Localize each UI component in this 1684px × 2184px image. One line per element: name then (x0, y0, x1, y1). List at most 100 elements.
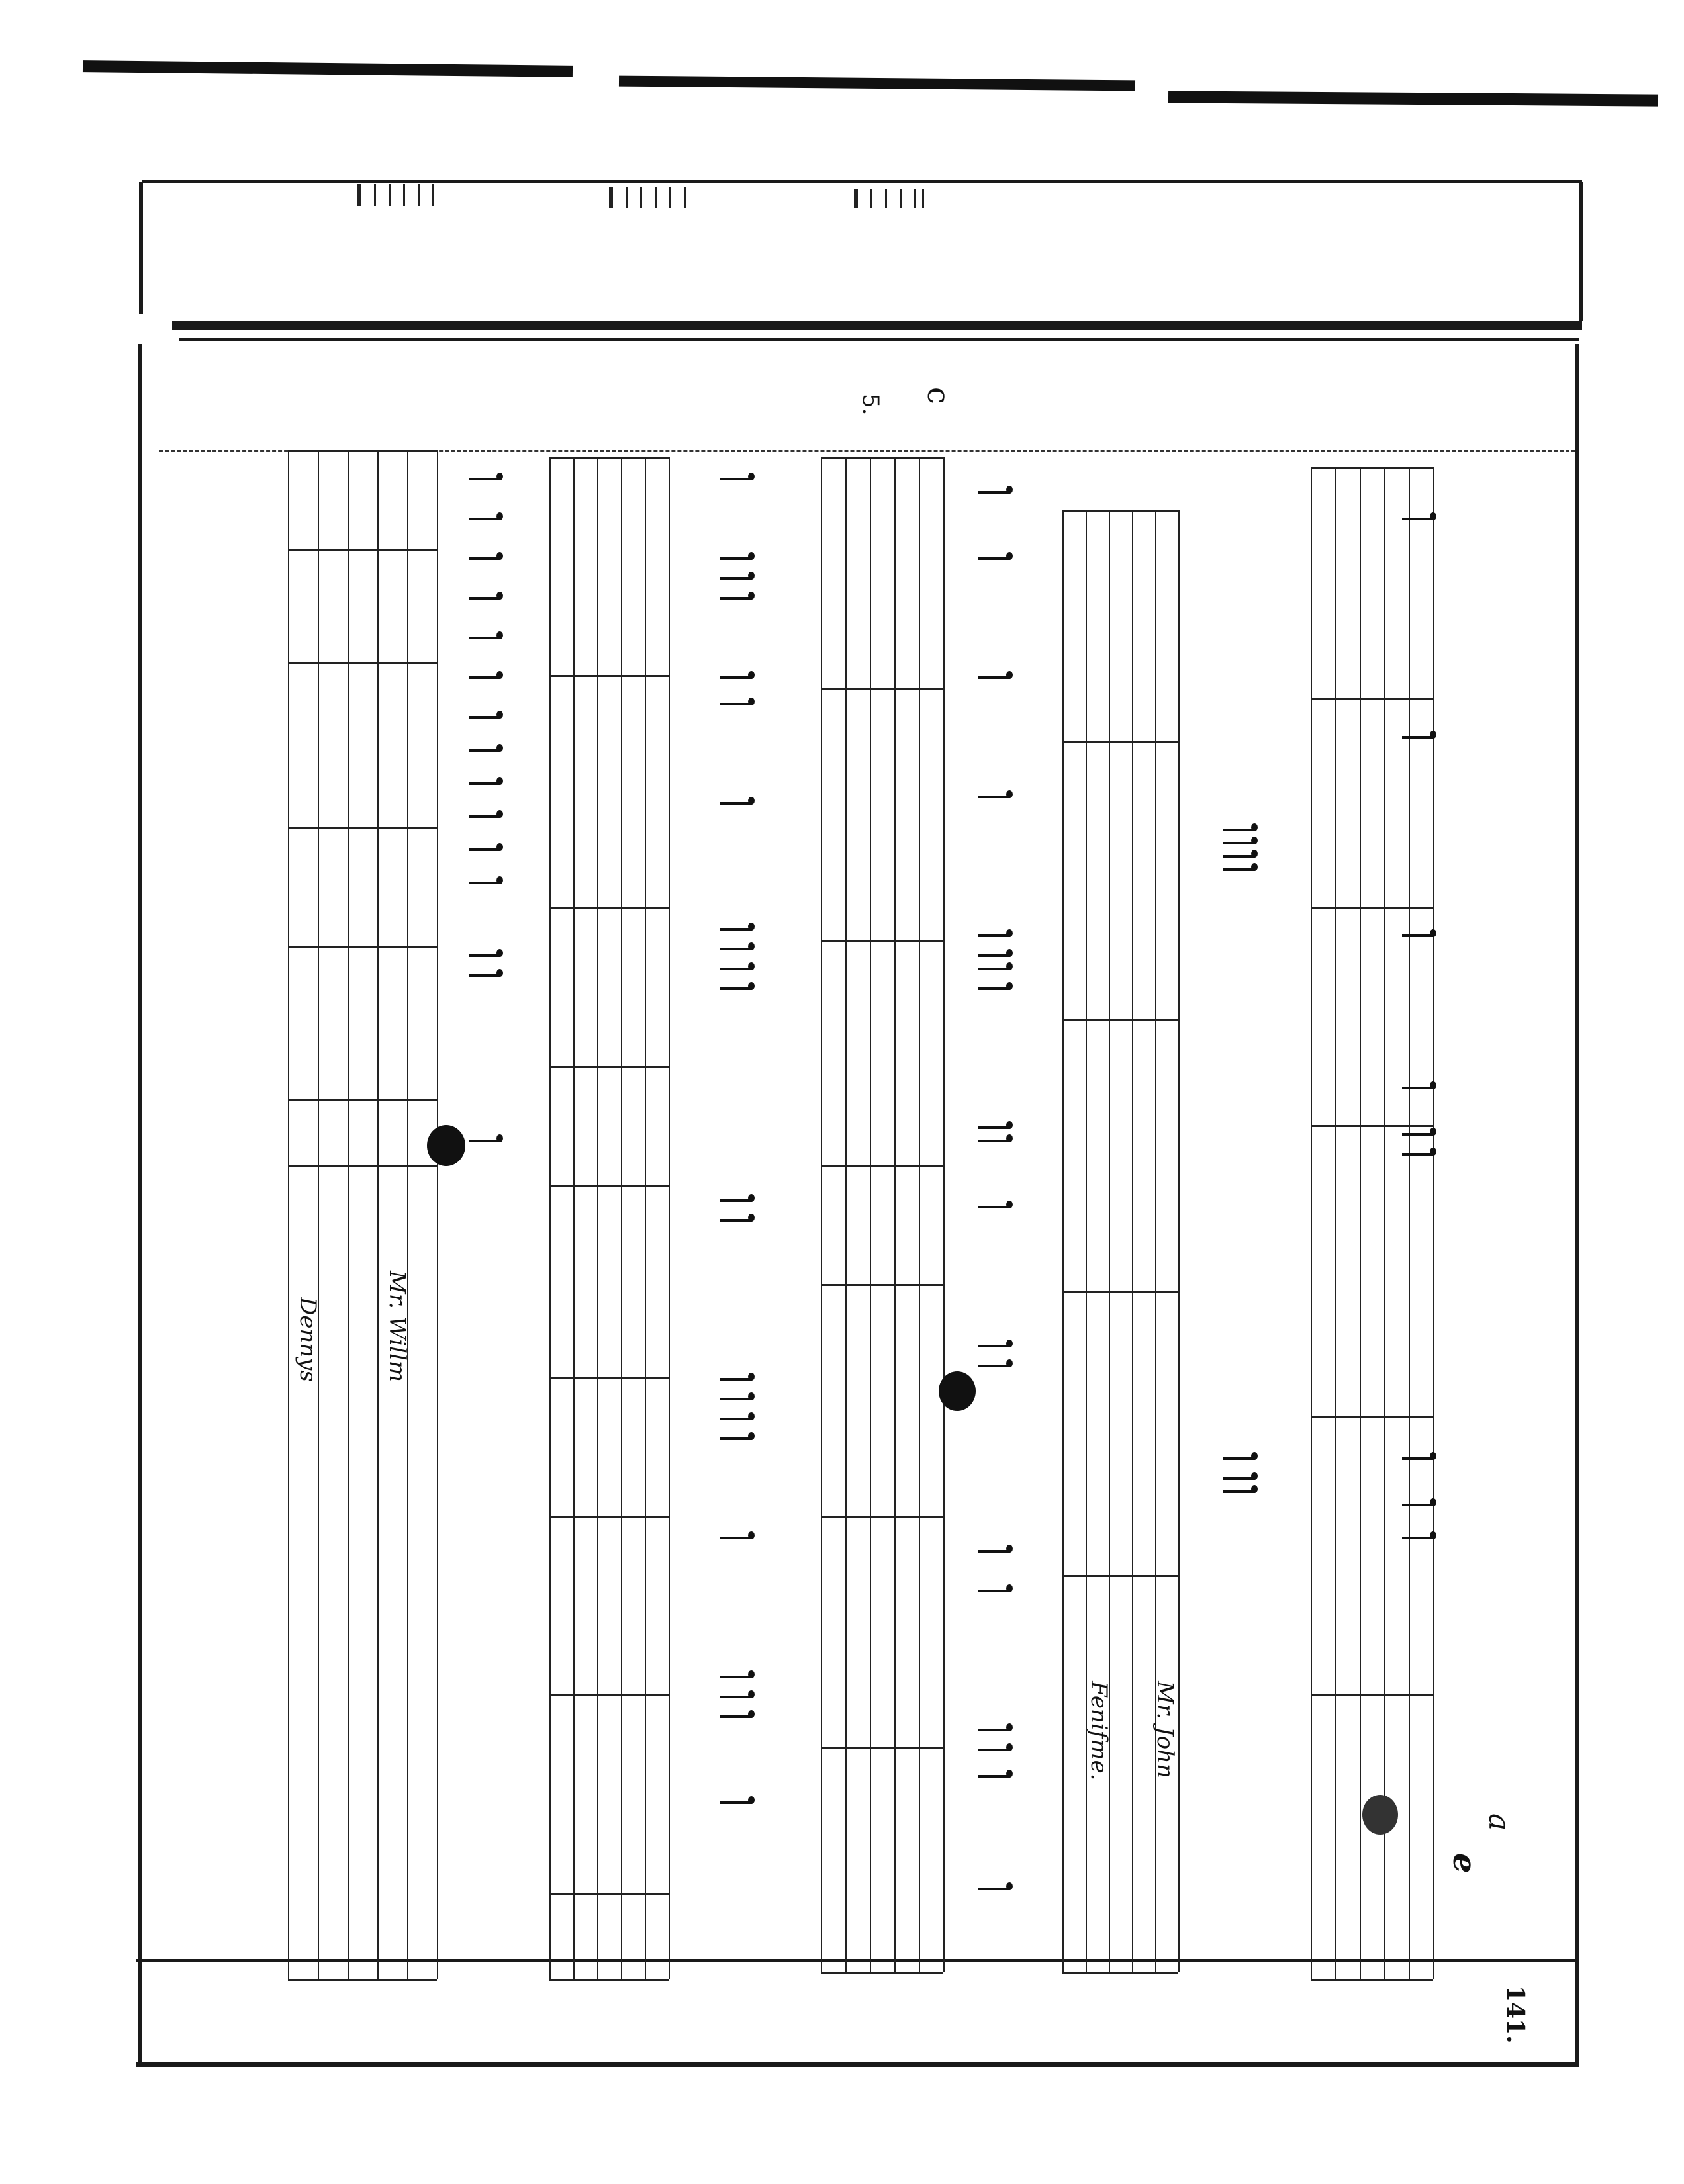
ink-blot-icon (1362, 1795, 1398, 1835)
rhythm-sign (978, 1345, 1010, 1347)
rhythm-sign (720, 987, 752, 990)
rhythm-sign (469, 848, 500, 851)
rhythm-sign (469, 882, 500, 884)
header-frame-top (142, 180, 1582, 183)
rhythm-sign (1223, 1477, 1255, 1480)
rhythm-sign (720, 577, 752, 580)
piece-1-attribution: Mr. Willm (384, 1271, 410, 1383)
rhythm-sign (720, 968, 752, 970)
tablature-staff: fbhaceaacefbhaceaacefbhaceaacefbhace (549, 457, 670, 1981)
rhythm-sign (720, 676, 752, 679)
rhythm-sign (720, 1398, 752, 1400)
rhythm-sign (469, 478, 500, 480)
rhythm-sign (1402, 1504, 1434, 1506)
rhythm-sign (720, 703, 752, 705)
header-frame-bottom2 (179, 338, 1579, 341)
section-mark-c: c (921, 387, 957, 404)
rhythm-sign (469, 716, 500, 719)
header-frame-bottom (172, 321, 1582, 330)
rhythm-sign (978, 987, 1010, 990)
header-ticks-1 (357, 184, 434, 206)
page-frame-bottom (136, 2062, 1579, 2067)
rhythm-sign (978, 1206, 1010, 1208)
section-mark-5: 5. (857, 394, 884, 416)
header-frame-left (139, 182, 143, 314)
rhythm-sign (469, 782, 500, 785)
rhythm-sign (978, 1140, 1010, 1142)
rhythm-sign (978, 934, 1010, 937)
margin-note-a: a (1482, 1813, 1516, 1831)
rhythm-sign (978, 1126, 1010, 1129)
header-ticks-2 (609, 187, 686, 208)
page-frame-bottom-rule (136, 1959, 1579, 1962)
rhythm-sign (1223, 868, 1255, 871)
rhythm-sign (469, 954, 500, 957)
rhythm-sign (720, 948, 752, 950)
top-rule-left (82, 60, 573, 77)
rhythm-sign (469, 1140, 500, 1142)
rhythm-sign (978, 1775, 1010, 1778)
rhythm-sign (978, 796, 1010, 798)
rhythm-sign (469, 597, 500, 600)
piece-2-title: Fenifme. (1086, 1681, 1112, 1781)
page-frame-right (1575, 344, 1579, 2065)
header-ticks-3 (854, 189, 924, 208)
rhythm-sign (1223, 842, 1255, 844)
tablature-staff: bhaceaacefbhaceaacefbhaceaacefbhaceaa (288, 450, 438, 1981)
rhythm-sign (978, 1729, 1010, 1731)
rhythm-sign (978, 1365, 1010, 1367)
ink-blot-icon (939, 1371, 976, 1411)
folio-number: 141. (1501, 1985, 1529, 2044)
piece-1-title: Dennys (295, 1297, 321, 1382)
rhythm-sign (720, 1537, 752, 1539)
top-rule-middle (618, 75, 1136, 91)
rhythm-sign (720, 928, 752, 931)
rhythm-sign (978, 968, 1010, 970)
rhythm-sign (720, 1378, 752, 1381)
margin-note-e: e (1446, 1853, 1483, 1874)
rhythm-sign (1402, 518, 1434, 520)
rhythm-sign (720, 597, 752, 600)
rhythm-sign (720, 478, 752, 480)
rhythm-sign (720, 802, 752, 805)
tablature-staff: cefbhaceaacefbhaceaacefbhaceaacefbh (1062, 510, 1180, 1974)
piece-2-attribution: Mr. John (1152, 1681, 1178, 1778)
rhythm-sign (720, 1676, 752, 1678)
rhythm-sign (1402, 736, 1434, 739)
rhythm-sign (720, 1219, 752, 1222)
rhythm-sign (1223, 1457, 1255, 1460)
rhythm-sign (469, 974, 500, 977)
rhythm-sign (978, 1590, 1010, 1592)
rhythm-sign (1402, 1153, 1434, 1156)
tablature-staff: acefbhaceaacefbhaceaacefbhaceaacefbh (1311, 467, 1434, 1981)
rhythm-sign (1223, 1490, 1255, 1493)
rhythm-sign (1402, 1133, 1434, 1136)
rhythm-sign (978, 491, 1010, 494)
rhythm-sign (720, 557, 752, 560)
rhythm-sign (469, 637, 500, 639)
rhythm-sign (1402, 1537, 1434, 1539)
rhythm-sign (978, 676, 1010, 679)
rhythm-sign (1223, 855, 1255, 858)
rhythm-sign (1223, 829, 1255, 831)
header-frame-right (1579, 182, 1583, 321)
rhythm-sign (469, 557, 500, 560)
ink-blot-icon (427, 1125, 465, 1166)
rhythm-sign (978, 1550, 1010, 1553)
rhythm-sign (720, 1801, 752, 1804)
rhythm-sign (469, 749, 500, 752)
rhythm-sign (720, 1199, 752, 1202)
rhythm-sign (720, 1715, 752, 1718)
rhythm-sign (1402, 1457, 1434, 1460)
rhythm-sign (469, 815, 500, 818)
rhythm-sign (978, 954, 1010, 957)
rhythm-sign (469, 676, 500, 679)
page-frame-left (138, 344, 142, 2065)
rhythm-sign (978, 557, 1010, 560)
rhythm-sign (720, 1418, 752, 1420)
tablature-staff: efbhaceaacefbhaceaacefbhaceaacefbhac (821, 457, 945, 1974)
dashed-guide-line (159, 450, 1575, 452)
rhythm-sign (720, 1696, 752, 1698)
rhythm-sign (978, 1749, 1010, 1751)
top-rule-right (1168, 91, 1659, 107)
